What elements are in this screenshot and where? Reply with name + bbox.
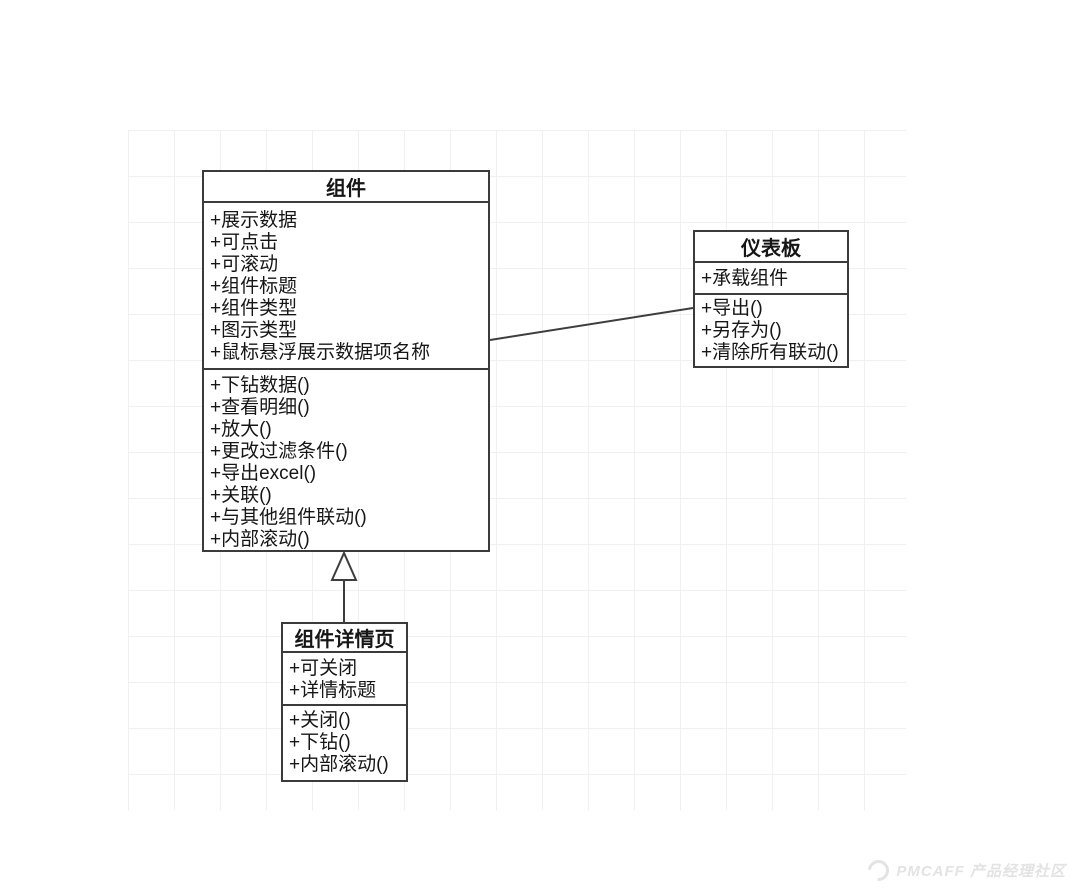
- method-item: +查看明细(): [210, 397, 310, 418]
- class-methods-component-detail-page: +关闭() +下钻() +内部滚动(): [283, 706, 406, 776]
- method-item: +与其他组件联动(): [210, 507, 367, 528]
- class-title-component-detail-page: 组件详情页: [283, 624, 406, 653]
- watermark: PMCAFF 产品经理社区: [864, 855, 1066, 886]
- class-box-component-detail-page: 组件详情页 +可关闭 +详情标题 +关闭() +下钻() +内部滚动(): [281, 622, 408, 782]
- method-item: +放大(): [210, 419, 272, 440]
- method-item: +下钻(): [289, 732, 351, 753]
- attribute-item: +可关闭: [289, 658, 358, 679]
- class-methods-dashboard: +导出() +另存为() +清除所有联动(): [695, 295, 847, 364]
- class-attributes-component: +展示数据 +可点击 +可滚动 +组件标题 +组件类型 +图示类型 +鼠标悬浮展…: [204, 203, 488, 370]
- method-item: +内部滚动(): [289, 754, 389, 775]
- class-attributes-dashboard: +承载组件: [695, 263, 847, 295]
- method-item: +关闭(): [289, 710, 351, 731]
- method-item: +清除所有联动(): [701, 342, 839, 363]
- pmcaff-logo-icon: [864, 855, 894, 886]
- method-item: +导出(): [701, 298, 763, 319]
- class-box-component: 组件 +展示数据 +可点击 +可滚动 +组件标题 +组件类型 +图示类型 +鼠标…: [202, 170, 490, 552]
- watermark-text: PMCAFF 产品经理社区: [896, 863, 1066, 880]
- attribute-item: +展示数据: [210, 210, 298, 231]
- class-attributes-component-detail-page: +可关闭 +详情标题: [283, 653, 406, 706]
- class-methods-component: +下钻数据() +查看明细() +放大() +更改过滤条件() +导出excel…: [204, 370, 488, 551]
- attribute-item: +鼠标悬浮展示数据项名称: [210, 342, 431, 363]
- method-item: +内部滚动(): [210, 529, 310, 550]
- class-box-dashboard: 仪表板 +承载组件 +导出() +另存为() +清除所有联动(): [693, 230, 849, 368]
- attribute-item: +承载组件: [701, 268, 789, 289]
- method-item: +下钻数据(): [210, 375, 310, 396]
- method-item: +导出excel(): [210, 463, 317, 484]
- class-title-component: 组件: [204, 172, 488, 203]
- class-title-dashboard: 仪表板: [695, 232, 847, 263]
- attribute-item: +组件类型: [210, 298, 298, 319]
- attribute-item: +详情标题: [289, 680, 377, 701]
- method-item: +更改过滤条件(): [210, 441, 348, 462]
- method-item: +关联(): [210, 485, 272, 506]
- attribute-item: +可点击: [210, 232, 279, 253]
- attribute-item: +组件标题: [210, 276, 298, 297]
- attribute-item: +图示类型: [210, 320, 298, 341]
- attribute-item: +可滚动: [210, 254, 279, 275]
- method-item: +另存为(): [701, 320, 782, 341]
